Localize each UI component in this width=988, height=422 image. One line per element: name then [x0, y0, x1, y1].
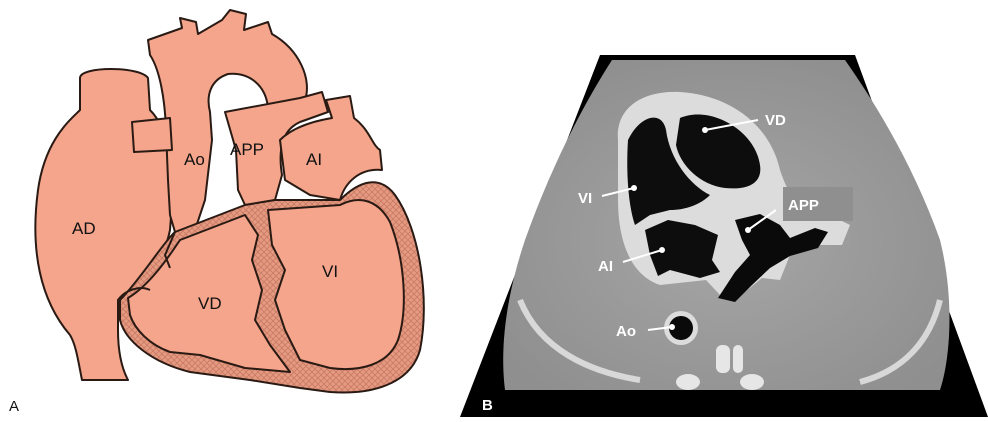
label-b-ai: AI — [598, 258, 613, 275]
label-a-app: APP — [230, 140, 264, 159]
panel-b-letter: B — [482, 397, 493, 414]
label-b-vi: VI — [578, 190, 592, 207]
panel-a-illustration — [35, 10, 423, 393]
label-a-ao: Ao — [184, 150, 205, 169]
label-a-vd: VD — [198, 294, 222, 313]
panel-a-letter: A — [9, 398, 19, 415]
label-b-ao: Ao — [616, 323, 636, 340]
label-a-ad: AD — [72, 219, 96, 238]
label-a-ai: AI — [306, 150, 322, 169]
label-b-vd: VD — [765, 112, 786, 129]
panel-b-ct-image — [460, 55, 988, 417]
label-a-vi: VI — [322, 262, 338, 281]
branch-left-shape — [132, 118, 172, 152]
label-b-app: APP — [788, 197, 819, 214]
